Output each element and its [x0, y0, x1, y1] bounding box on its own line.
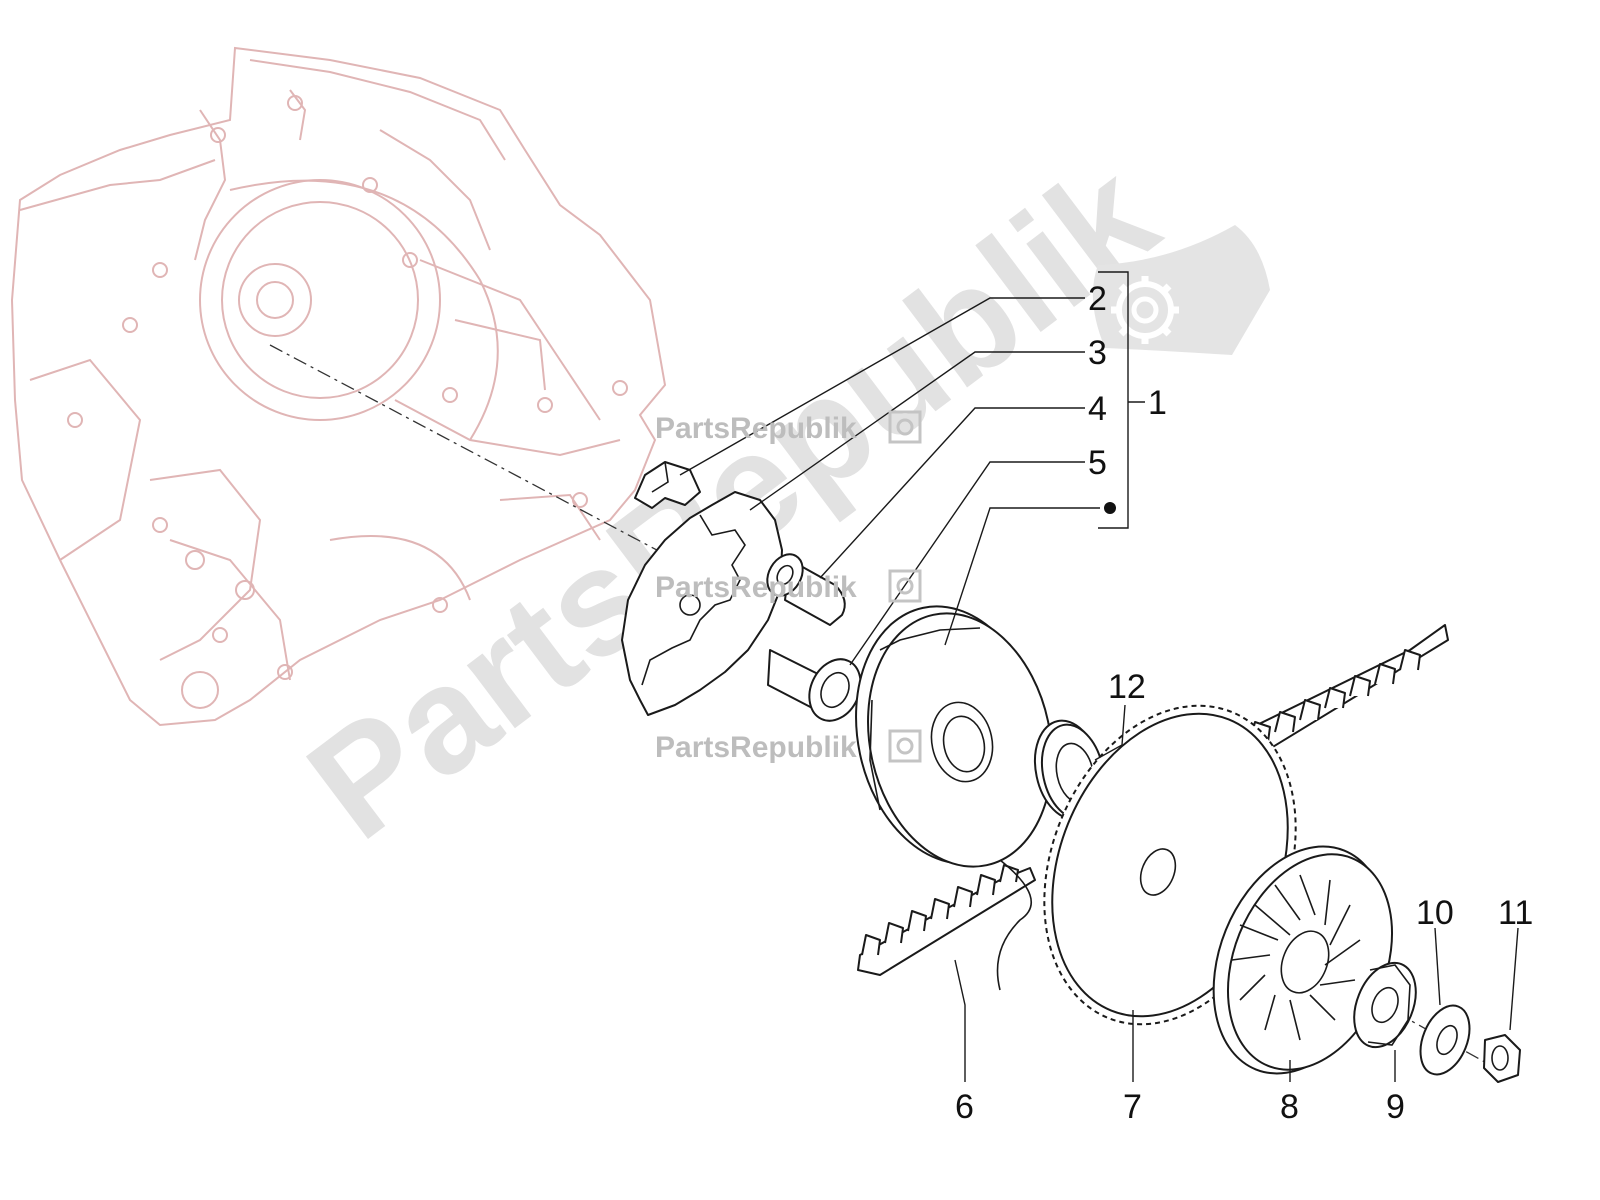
callout-2[interactable]: 2 — [1088, 280, 1107, 318]
leader-lines — [679, 271, 1519, 1082]
callout-6[interactable]: 6 — [955, 1088, 974, 1126]
watermark-small-2: PartsRepublik — [655, 569, 922, 604]
variator-pulley — [855, 605, 1053, 868]
part-4-roller — [766, 553, 846, 626]
svg-text:PartsRepublik: PartsRepublik — [655, 412, 857, 445]
watermark-small-3: PartsRepublik — [655, 729, 922, 764]
crankcase-outline — [10, 46, 667, 727]
part-11-nut — [1483, 1034, 1521, 1083]
callout-3[interactable]: 3 — [1088, 334, 1107, 372]
callout-11[interactable]: 11 — [1498, 894, 1533, 932]
part-9-hub — [1353, 961, 1417, 1049]
callout-4[interactable]: 4 — [1088, 390, 1107, 428]
callout-10[interactable]: 10 — [1416, 894, 1454, 932]
part-3-ramp-plate — [621, 491, 783, 716]
part-10-washer — [1419, 1004, 1471, 1076]
svg-text:PartsRepublik: PartsRepublik — [655, 571, 857, 604]
callout-9[interactable]: 9 — [1386, 1088, 1405, 1126]
callout-5[interactable]: 5 — [1088, 444, 1107, 482]
part-8-fan-pulley — [1212, 845, 1394, 1075]
gear-icon — [1092, 225, 1270, 355]
part-5-bushing — [767, 649, 862, 722]
callout-12[interactable]: 12 — [1108, 668, 1146, 706]
watermark-small-1: PartsRepublik — [655, 410, 922, 445]
callout-labels: 1 2 3 4 5 12 6 7 8 9 10 11 — [955, 280, 1533, 1126]
callout-7[interactable]: 7 — [1123, 1088, 1142, 1126]
callout-1[interactable]: 1 — [1148, 384, 1167, 422]
svg-text:PartsRepublik: PartsRepublik — [655, 731, 857, 764]
assembly-bullet — [1104, 502, 1116, 514]
callout-8[interactable]: 8 — [1280, 1088, 1299, 1126]
